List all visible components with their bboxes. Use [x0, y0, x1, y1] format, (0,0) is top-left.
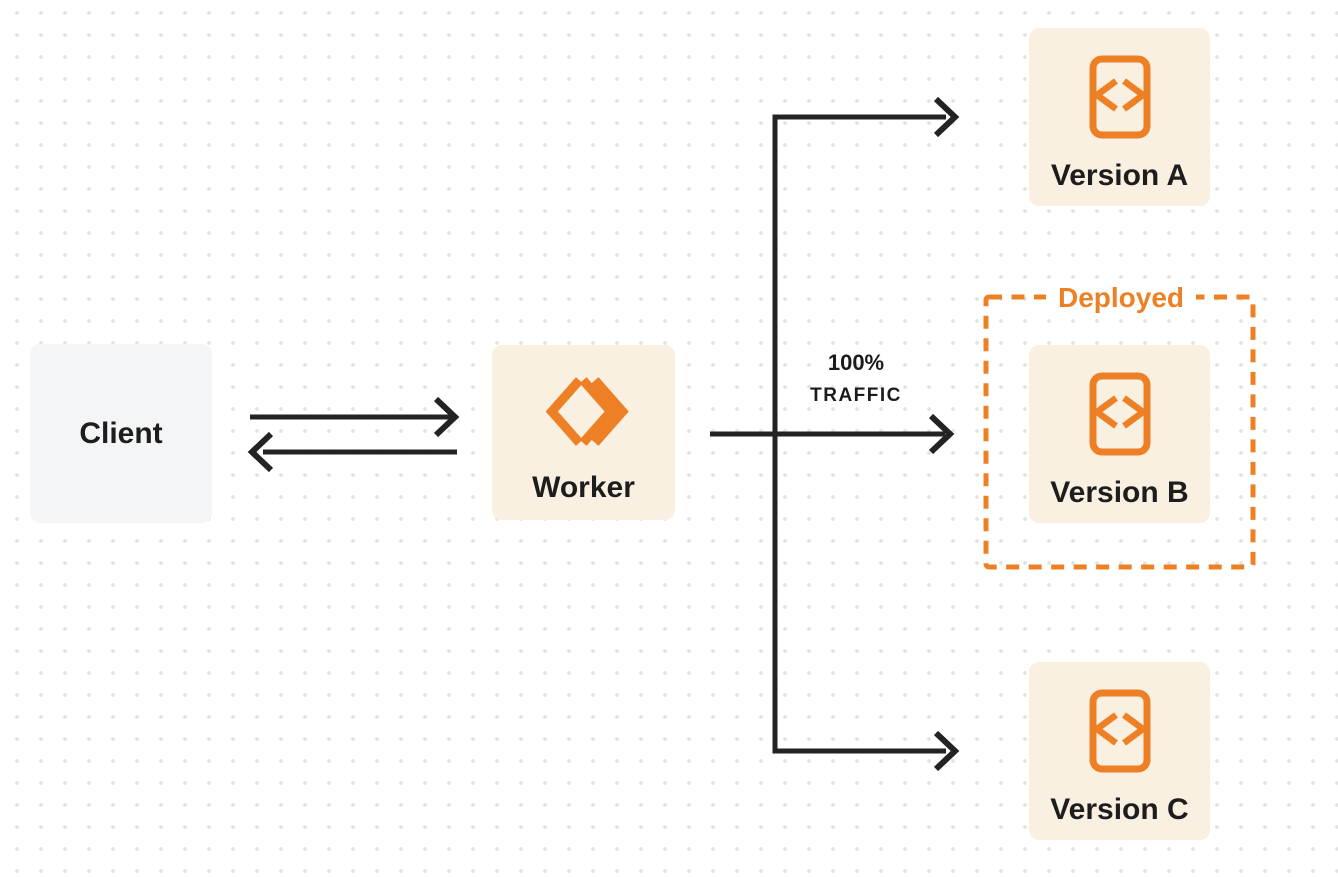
worker-label: Worker — [532, 471, 635, 504]
client-label: Client — [79, 416, 163, 450]
cloudflare-workers-logo-icon — [545, 377, 629, 446]
code-file-icon — [1089, 55, 1150, 139]
version-c-node: Version C — [1029, 662, 1210, 840]
arrowhead-to-version-c — [933, 730, 960, 772]
traffic-percent-text: 100% — [827, 350, 885, 375]
code-file-icon — [1089, 372, 1150, 456]
traffic-annotation: 100% TRAFFIC — [810, 350, 902, 408]
version-a-label: Version A — [1050, 159, 1189, 192]
arrowhead-to-version-a — [933, 96, 960, 138]
branch-trunk-line — [772, 114, 946, 754]
traffic-word-text: TRAFFIC — [810, 385, 902, 406]
arrowhead-to-client — [247, 431, 274, 473]
version-a-node: Version A — [1029, 28, 1210, 206]
worker-node: Worker — [492, 345, 675, 520]
version-b-node: Version B — [1029, 345, 1210, 523]
arrowhead-to-version-b — [928, 413, 955, 455]
arrowhead-to-worker — [433, 396, 460, 438]
code-file-icon — [1089, 689, 1150, 773]
deployed-label: Deployed — [1045, 282, 1197, 314]
version-c-label: Version C — [1050, 793, 1189, 826]
client-node: Client — [30, 344, 212, 523]
version-b-label: Version B — [1050, 476, 1189, 509]
deployed-dashed-outline — [983, 294, 1256, 570]
